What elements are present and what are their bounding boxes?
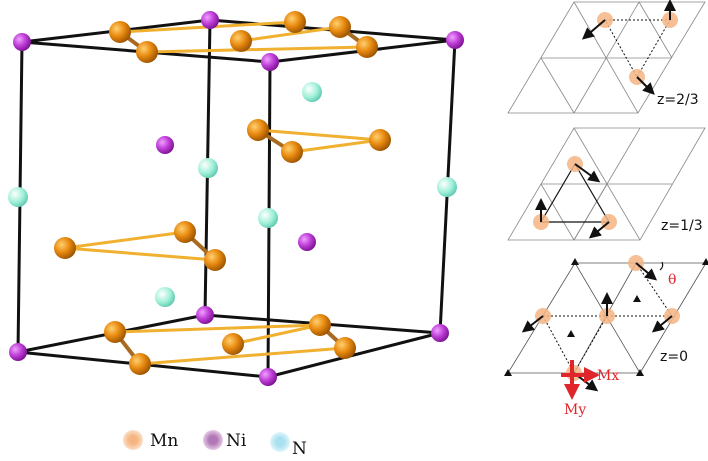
crystal-structure xyxy=(8,11,464,386)
legend-mn-label: Mn xyxy=(150,431,178,451)
triangle-markers xyxy=(504,258,708,376)
legend-mn-swatch xyxy=(123,430,143,450)
angle-arc-icon xyxy=(659,261,664,271)
panel-z-two-thirds: z=2/3 xyxy=(507,0,706,114)
mn-atoms xyxy=(54,11,391,375)
legend-n-swatch xyxy=(270,432,290,452)
legend: Mn Ni N xyxy=(123,430,307,459)
legend-ni-swatch xyxy=(203,430,223,450)
ni-atoms xyxy=(9,11,464,386)
mn-bonds xyxy=(64,20,381,366)
my-label: My xyxy=(564,402,586,418)
theta-label: θ xyxy=(668,272,676,288)
legend-n-label: N xyxy=(292,439,307,459)
n-atoms xyxy=(8,82,457,307)
panel-z-zero: θ Mx My z=0 xyxy=(504,255,708,418)
mn-short-bonds xyxy=(113,25,369,366)
panel-label-z-zero: z=0 xyxy=(660,349,688,365)
legend-ni-label: Ni xyxy=(226,431,247,451)
panel-label-z-one-third: z=1/3 xyxy=(661,218,703,234)
mx-label: Mx xyxy=(597,368,619,384)
panel-label-z-two-thirds: z=2/3 xyxy=(657,92,699,108)
axis-arrows xyxy=(561,360,600,400)
panel-z-one-third: z=1/3 xyxy=(507,127,706,241)
unit-cell-edges xyxy=(16,18,457,379)
